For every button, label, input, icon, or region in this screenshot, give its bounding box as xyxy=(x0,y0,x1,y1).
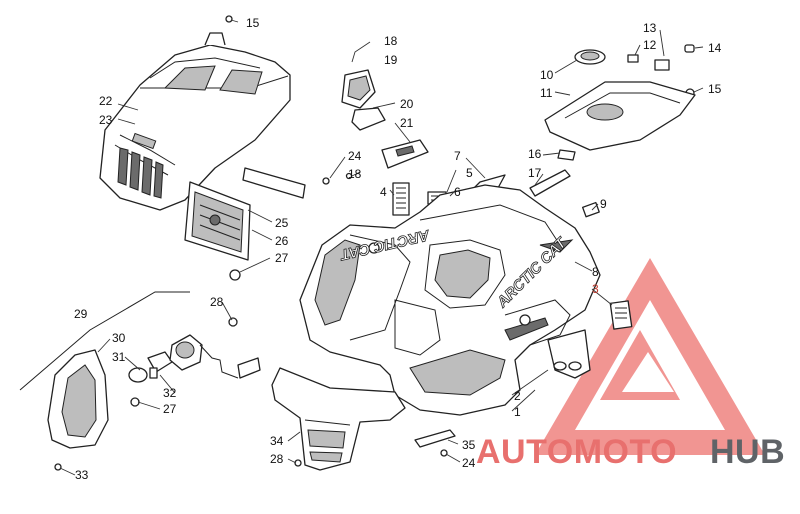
callout-9: 9 xyxy=(600,197,607,211)
callout-14: 14 xyxy=(708,41,722,55)
watermark-hub: HUB xyxy=(710,433,785,471)
callout-12: 12 xyxy=(643,38,657,52)
rear-rack-part xyxy=(529,49,696,197)
callout-1: 1 xyxy=(514,405,521,419)
callout-2: 2 xyxy=(514,389,521,403)
callout-16: 16 xyxy=(528,147,542,161)
callout-26: 26 xyxy=(275,234,289,248)
front-cover-part xyxy=(99,32,291,211)
callout-20: 20 xyxy=(400,97,414,111)
front-fender-body: ARCTIC CAT ARCTIC CAT xyxy=(299,184,633,416)
callout-34: 34 xyxy=(270,434,284,448)
callout-28: 28 xyxy=(270,452,284,466)
callout-33: 33 xyxy=(75,468,89,482)
callout-23: 23 xyxy=(99,113,113,127)
front-bumper-part xyxy=(271,367,456,471)
callout-30: 30 xyxy=(112,331,126,345)
callout-28: 28 xyxy=(210,295,224,309)
callout-3: 3 xyxy=(592,282,599,296)
watermark-text: AUTOMOTO HUB xyxy=(476,433,785,471)
leader-lines xyxy=(59,19,704,476)
callout-22: 22 xyxy=(99,94,113,108)
grille-part xyxy=(184,167,306,261)
callout-24: 24 xyxy=(348,149,362,163)
callout-15: 15 xyxy=(246,16,260,30)
callout-18: 18 xyxy=(348,167,362,181)
callout-21: 21 xyxy=(400,116,414,130)
callout-19: 19 xyxy=(384,53,398,67)
callout-17: 17 xyxy=(528,166,542,180)
callout-5: 5 xyxy=(466,166,473,180)
callout-7: 7 xyxy=(454,149,461,163)
switch-housing-part xyxy=(341,69,429,169)
callout-24: 24 xyxy=(462,456,476,470)
callout-27: 27 xyxy=(163,402,177,416)
callout-25: 25 xyxy=(275,216,289,230)
callout-35: 35 xyxy=(462,438,476,452)
callout-15: 15 xyxy=(708,82,722,96)
callout-32: 32 xyxy=(163,386,177,400)
callout-4: 4 xyxy=(380,185,387,199)
watermark-logo xyxy=(535,258,765,455)
headlight-assembly xyxy=(19,291,261,449)
callout-27: 27 xyxy=(275,251,289,265)
callout-10: 10 xyxy=(540,68,554,82)
callout-11: 11 xyxy=(540,86,553,100)
watermark-automoto: AUTOMOTO xyxy=(476,433,677,471)
callout-6: 6 xyxy=(454,185,461,199)
callout-29: 29 xyxy=(74,307,88,321)
callout-31: 31 xyxy=(112,350,126,364)
fasteners xyxy=(54,15,695,471)
callout-8: 8 xyxy=(592,265,599,279)
callout-13: 13 xyxy=(643,21,657,35)
callout-18: 18 xyxy=(384,34,398,48)
